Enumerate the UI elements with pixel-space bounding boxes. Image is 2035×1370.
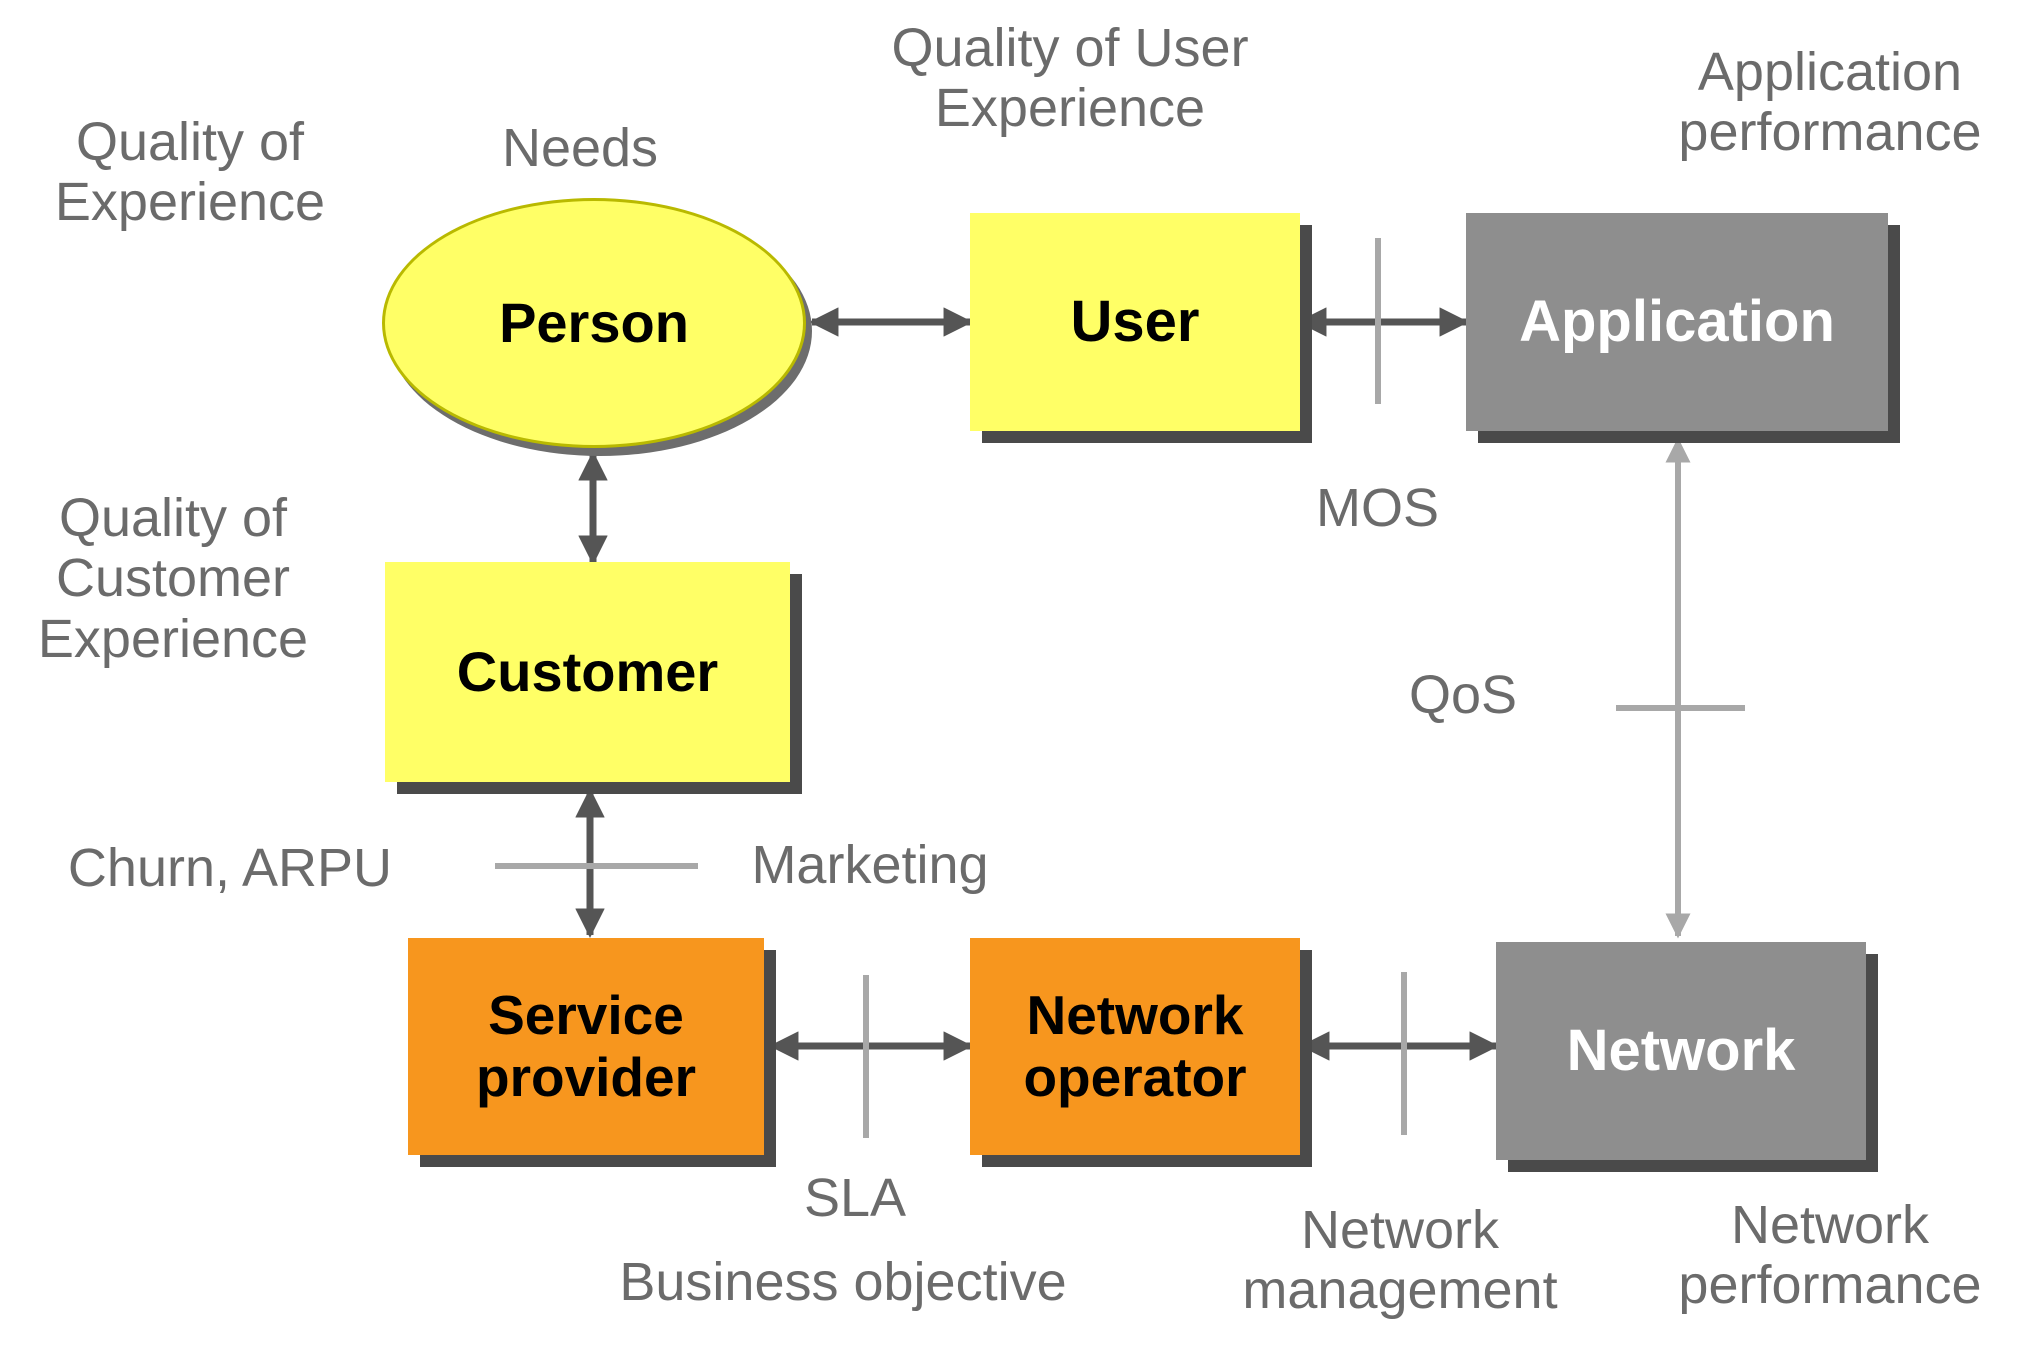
application-label: Application [1519, 288, 1835, 354]
network-label: Network [1566, 1017, 1796, 1083]
qos-label: QoS [1408, 665, 1518, 725]
network-operator-label: Network operator [1023, 983, 1247, 1108]
business-objective-label: Business objective [619, 1252, 1067, 1312]
needs-label: Needs [501, 118, 659, 178]
service-provider-node: Service provider [408, 938, 764, 1155]
user-label: User [1070, 288, 1200, 354]
sla-label: SLA [803, 1168, 907, 1228]
marketing-label: Marketing [751, 835, 989, 895]
quality-of-experience-label: Quality of Experience [54, 112, 326, 233]
network-operator-node: Network operator [970, 938, 1300, 1155]
churn-arpu-label: Churn, ARPU [67, 838, 393, 898]
mos-label: MOS [1315, 478, 1439, 538]
user-node: User [970, 213, 1300, 431]
network-node: Network [1496, 942, 1866, 1160]
quality-of-customer-experience-label: Quality of Customer Experience [37, 488, 309, 669]
application-performance-label: Application performance [1678, 42, 1982, 163]
person-node: Person [382, 198, 806, 448]
customer-label: Customer [456, 639, 719, 703]
service-provider-label: Service provider [475, 983, 697, 1108]
application-node: Application [1466, 213, 1888, 431]
customer-node: Customer [385, 562, 790, 782]
person-label: Person [499, 290, 689, 354]
network-performance-label: Network performance [1678, 1195, 1982, 1316]
quality-of-user-experience-label: Quality of User Experience [891, 18, 1249, 139]
network-management-label: Network management [1242, 1200, 1558, 1321]
